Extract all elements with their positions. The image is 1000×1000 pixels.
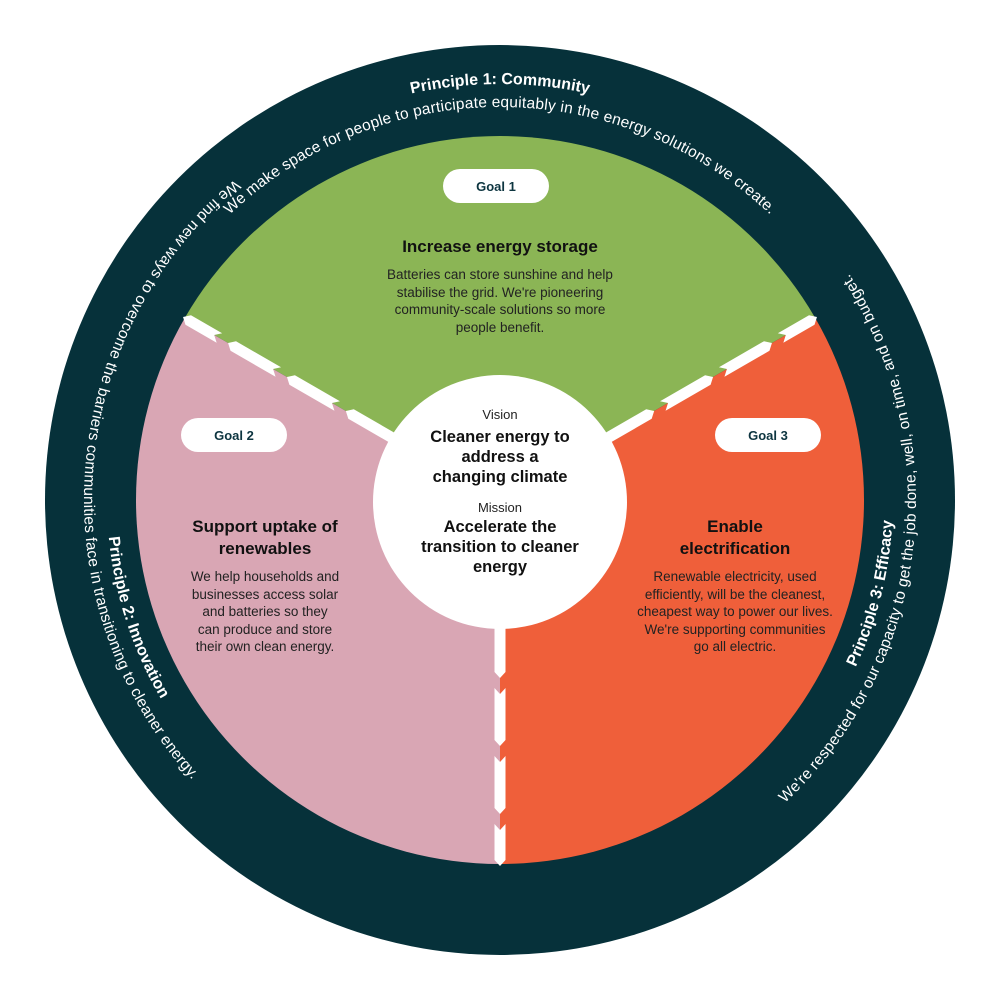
- goal-3-title: Enable electrification: [679, 517, 791, 558]
- divider-line: [183, 315, 399, 445]
- vision-text: Cleaner energy to address a changing cli…: [430, 428, 570, 486]
- divider-dash: [494, 688, 506, 746]
- divider-dash: [718, 341, 772, 377]
- divider-line: [601, 315, 817, 445]
- goal-1-description: Batteries can store sunshine and help st…: [387, 267, 613, 335]
- goal-2-title: Support uptake of renewables: [192, 517, 338, 558]
- goal-3-badge: Goal 3: [715, 418, 821, 452]
- divider-dash: [494, 756, 506, 814]
- center-circle: [373, 375, 627, 629]
- mission-label: Mission: [477, 500, 523, 515]
- sector-dividers: [183, 315, 817, 866]
- divider-dash: [777, 315, 817, 343]
- divider-dash: [494, 824, 506, 866]
- goal-2-badge: Goal 2: [181, 418, 287, 452]
- center-block: Vision Cleaner energy to address a chang…: [373, 406, 627, 577]
- divider-dash: [601, 409, 655, 445]
- divider-line: [494, 620, 506, 866]
- divider-dash: [345, 409, 399, 445]
- divider-dash: [228, 341, 282, 377]
- goal-2-description: We help households and businesses access…: [190, 569, 340, 654]
- divider-dash: [494, 620, 506, 678]
- goal-1-title: Increase energy storage: [402, 237, 598, 256]
- divider-dash: [286, 375, 340, 411]
- goal-1-badge: Goal 1: [443, 169, 549, 203]
- goal-1-block: Increase energy storage Batteries can st…: [350, 236, 650, 336]
- vision-label: Vision: [482, 407, 518, 422]
- divider-dash: [660, 375, 714, 411]
- divider-dash: [183, 315, 223, 343]
- goal-3-block: Enable electrification Renewable electri…: [637, 516, 833, 656]
- mission-text: Accelerate the transition to cleaner ene…: [421, 518, 579, 576]
- goal-3-description: Renewable electricity, used efficiently,…: [637, 569, 833, 654]
- goal-2-block: Support uptake of renewables We help hou…: [190, 516, 340, 656]
- goal-1-sector: [184, 135, 816, 500]
